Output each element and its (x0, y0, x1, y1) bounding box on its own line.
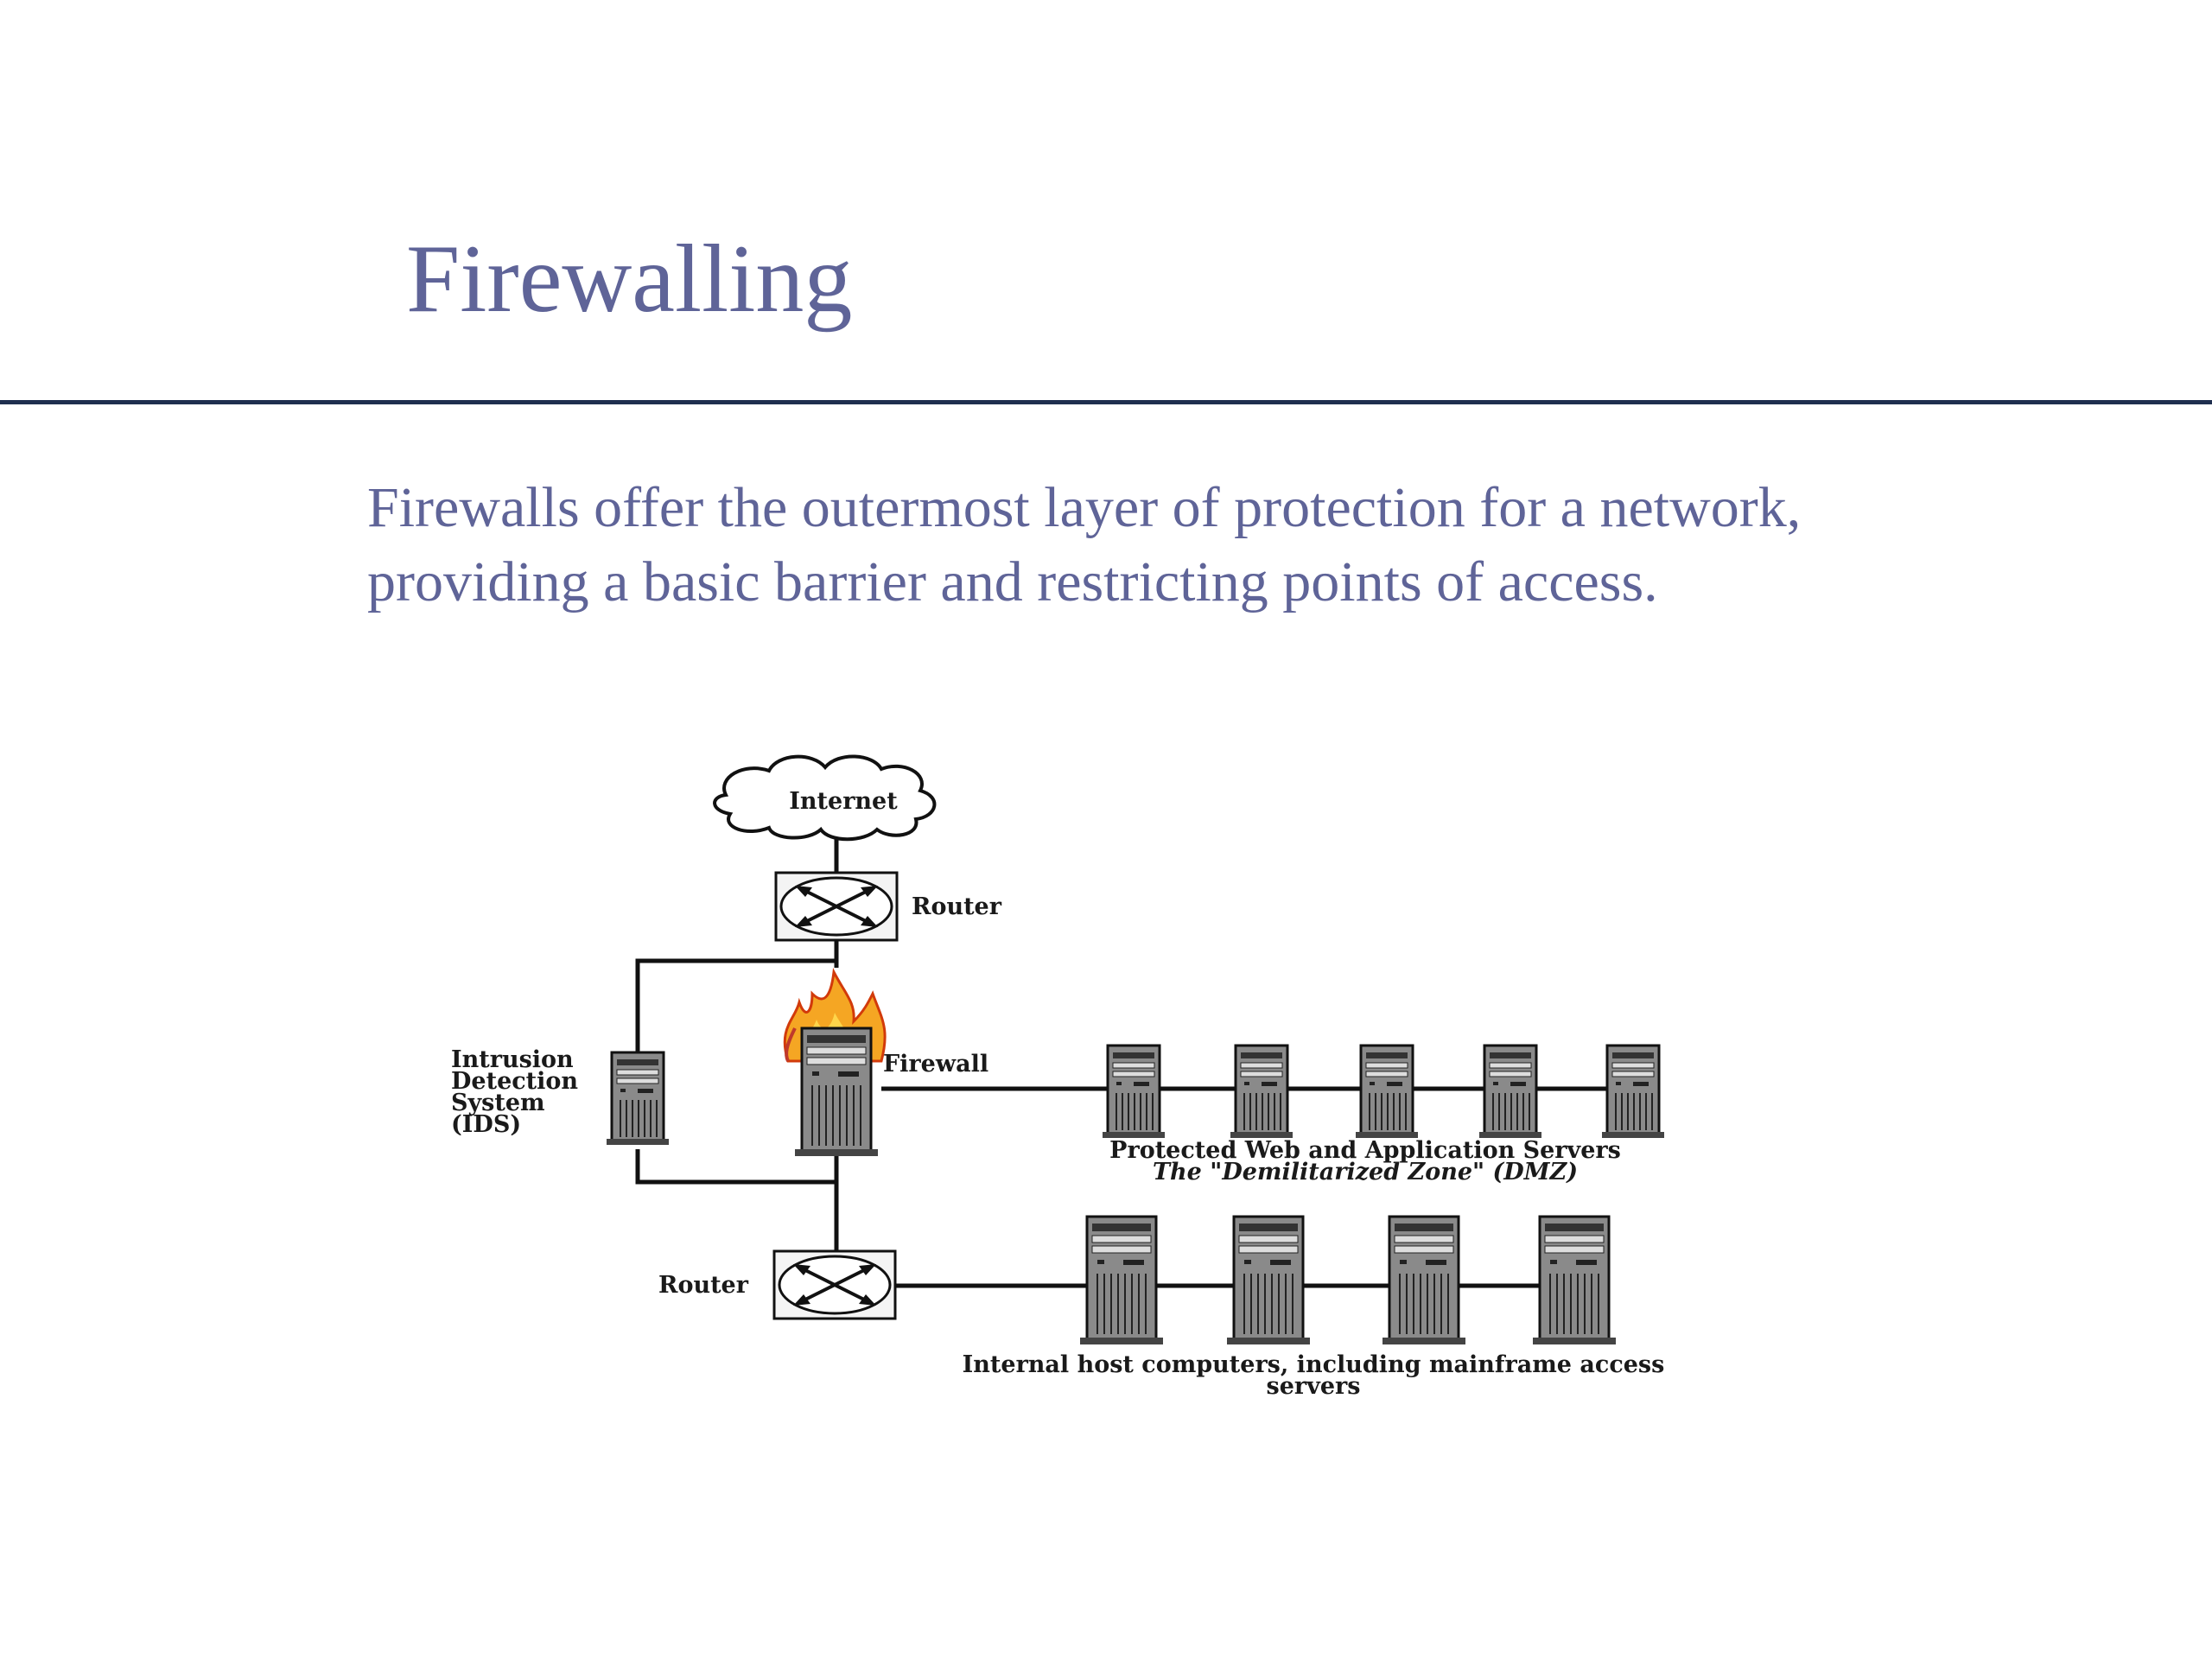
dmz-server-icon (1229, 1044, 1294, 1140)
dmz-server-icon (1354, 1044, 1420, 1140)
dmz-label-line2: The "Demilitarized Zone" (DMZ) (1153, 1159, 1578, 1185)
router-top-label: Router (912, 893, 1002, 920)
dmz-label-line1: Protected Web and Application Servers (1109, 1137, 1621, 1164)
internet-label: Internet (789, 788, 898, 815)
dmz-server-icon (1101, 1044, 1166, 1140)
internal-host-icon (1225, 1215, 1312, 1346)
svg-text:System: System (451, 1090, 545, 1116)
svg-text:Detection: Detection (451, 1068, 578, 1095)
slide-title: Firewalling (406, 226, 853, 333)
router-top-icon (774, 871, 899, 942)
dmz-server-icon (1478, 1044, 1543, 1140)
router-bottom-icon (772, 1249, 897, 1320)
slide-body-text: Firewalls offer the outermost layer of p… (367, 476, 1802, 613)
firewall-label: Firewall (883, 1051, 988, 1077)
ids-label: Intrusion Detection System (IDS) (451, 1046, 578, 1138)
svg-text:(IDS): (IDS) (451, 1111, 521, 1138)
router-bottom-label: Router (658, 1272, 749, 1299)
internal-host-icon (1381, 1215, 1467, 1346)
firewall-server-icon (793, 1027, 880, 1158)
internal-label-line1: Internal host computers, including mainf… (963, 1351, 1665, 1378)
internal-host-icon (1531, 1215, 1618, 1346)
network-diagram: Internet Router Firewall Intrusion Detec… (451, 754, 1666, 1400)
internal-host-icon (1078, 1215, 1165, 1346)
internal-hosts (1078, 1215, 1618, 1346)
internet-cloud-icon (713, 754, 937, 842)
title-divider (0, 400, 2212, 404)
dmz-server-icon (1600, 1044, 1666, 1140)
ids-server-icon (605, 1051, 671, 1147)
dmz-servers (1101, 1044, 1666, 1140)
internal-label-line2: servers (1267, 1373, 1361, 1400)
svg-text:Intrusion: Intrusion (451, 1046, 574, 1073)
